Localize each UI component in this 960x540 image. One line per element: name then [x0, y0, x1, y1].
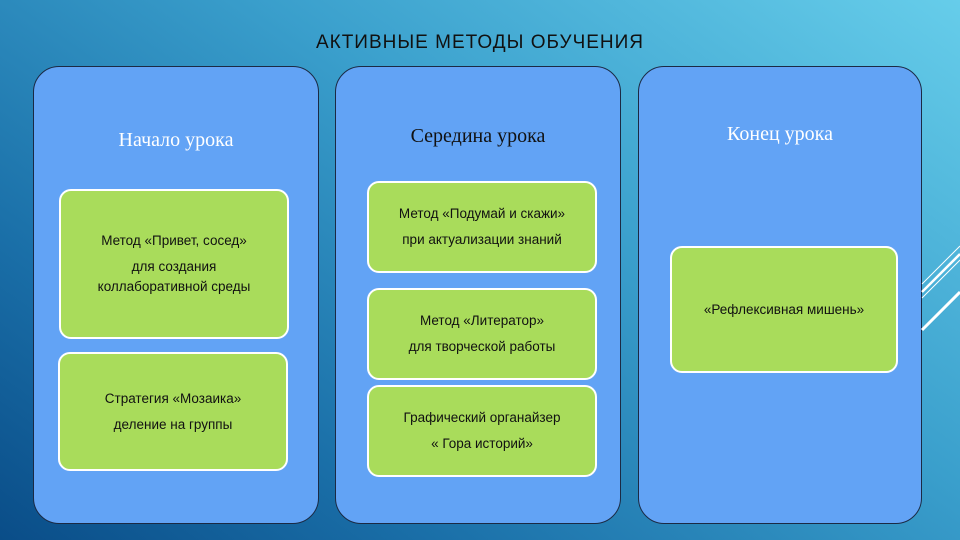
- method-box: «Рефлексивная мишень»: [670, 246, 898, 373]
- box-text: коллаборативной среды: [97, 279, 251, 295]
- slide-title: АКТИВНЫЕ МЕТОДЫ ОБУЧЕНИЯ: [315, 32, 645, 53]
- method-box: Стратегия «Мозаика» деление на группы: [58, 352, 288, 471]
- box-text: Графический органайзер: [403, 410, 561, 426]
- column-lesson-end: Конец урока «Рефлексивная мишень»: [638, 66, 922, 524]
- box-text: деление на группы: [113, 416, 233, 432]
- box-text: для создания: [131, 258, 217, 274]
- box-text: Метод «Привет, сосед»: [101, 232, 247, 248]
- column-title: Начало урока: [118, 129, 234, 151]
- column-lesson-start: Начало урока Метод «Привет, сосед» для с…: [33, 66, 319, 524]
- column-title: Середина урока: [410, 125, 546, 147]
- box-text: «Рефлексивная мишень»: [703, 301, 865, 317]
- box-text: Метод «Подумай и скажи»: [398, 206, 566, 222]
- box-text: « Гора историй»: [431, 436, 533, 451]
- method-box: Метод «Привет, сосед» для создания колла…: [59, 189, 289, 339]
- box-text: Стратегия «Мозаика»: [104, 390, 242, 406]
- column-title: Конец урока: [727, 123, 833, 145]
- method-box: Графический органайзер « Гора историй»: [367, 385, 597, 477]
- box-text: для творческой работы: [408, 339, 556, 354]
- box-text: при актуализации знаний: [402, 232, 562, 247]
- decorative-stripes-icon: [920, 245, 960, 332]
- method-box: Метод «Литератор» для творческой работы: [367, 288, 597, 380]
- method-box: Метод «Подумай и скажи» при актуализации…: [367, 181, 597, 273]
- box-text: Метод «Литератор»: [419, 313, 545, 329]
- column-lesson-middle: Середина урока Метод «Подумай и скажи» п…: [335, 66, 621, 524]
